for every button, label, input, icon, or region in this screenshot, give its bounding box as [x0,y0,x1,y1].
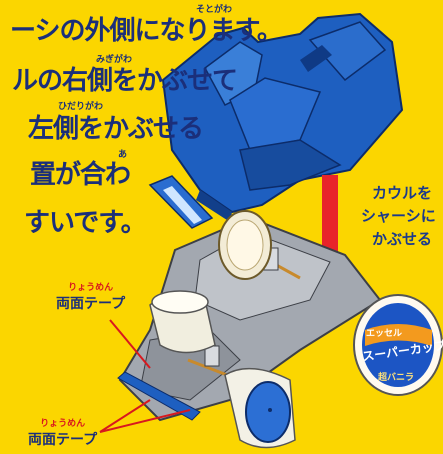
instruction-line5: すいです。 [24,208,147,238]
tape-pointer-lines [99,319,191,433]
instruction-line2: ルの右側をかぶせて [12,66,238,96]
front-left-wheel [149,290,216,354]
rear-right-wheel [353,294,443,396]
tape-label-lower-ruby: りょうめん [40,419,86,429]
product-flavor: 超バニラ [378,373,415,383]
ruby-line1: そとがわ [196,5,233,15]
tape-label-upper-ruby: りょうめん [68,283,114,293]
note-line3: かぶせる [372,230,433,248]
rear-left-wheel [218,210,272,280]
ruby-line2: みぎがわ [96,55,133,65]
note-line2: シャーシに [361,207,436,225]
note-line1: カウルを [372,184,433,202]
tape-label-lower-text: 両面テープ [28,432,98,448]
front-right-wheel [224,367,296,449]
tape-label-upper-text: 両面テープ [56,296,126,312]
instruction-line1: ーシの外側になります。 [10,16,283,46]
instruction-line3: 左側をかぶせる [28,114,204,144]
product-brand: エッセル [366,329,403,339]
tape-label-upper: りょうめん 両面テープ [56,280,125,313]
tape-label-lower: りょうめん 両面テープ [28,416,97,449]
instruction-line4: 置が合わ [30,160,131,190]
cowl-shape [148,12,404,229]
ruby-line4: あ [118,150,128,160]
ruby-line3: ひだりがわ [58,102,104,112]
